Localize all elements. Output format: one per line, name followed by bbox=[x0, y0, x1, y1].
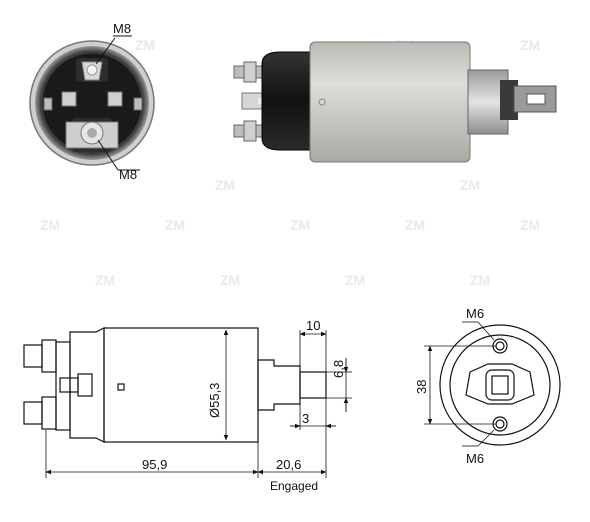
watermark: ZM bbox=[470, 272, 490, 288]
plunger-travel-label: 20,6 bbox=[276, 457, 301, 472]
slot-offset-label: 3 bbox=[302, 411, 309, 426]
top-terminal-stud bbox=[76, 58, 108, 82]
watermark: ZM bbox=[220, 272, 240, 288]
body-length-label: 95,9 bbox=[142, 457, 167, 472]
drawing-side-view bbox=[23, 327, 327, 443]
watermark: ZM bbox=[405, 217, 425, 233]
watermark: ZM bbox=[460, 177, 480, 193]
watermark: ZM bbox=[290, 217, 310, 233]
plunger-state-label: Engaged bbox=[270, 479, 318, 493]
photo-side-view bbox=[233, 41, 557, 163]
bottom-hole-thread-label: M6 bbox=[466, 451, 484, 466]
bottom-terminal-stud bbox=[65, 118, 119, 152]
leader-line bbox=[97, 139, 119, 171]
watermark: ZM bbox=[345, 272, 365, 288]
photo-front-view: M8 M8 bbox=[29, 21, 155, 182]
drawing-end-dimensions bbox=[424, 321, 496, 447]
watermark: ZM bbox=[40, 217, 60, 233]
slot-length-label: 10 bbox=[306, 318, 320, 333]
watermark: ZM bbox=[165, 217, 185, 233]
watermark: ZM bbox=[520, 37, 540, 53]
front-bottom-thread-label: M8 bbox=[119, 167, 137, 182]
watermark: ZM bbox=[95, 272, 115, 288]
slot-width-label: 6,8 bbox=[331, 360, 346, 378]
hole-spacing-label: 38 bbox=[414, 380, 429, 394]
watermark: ZM bbox=[215, 177, 235, 193]
top-hole-thread-label: M6 bbox=[466, 306, 484, 321]
leader-line bbox=[95, 37, 116, 65]
drawing-side-dimensions bbox=[45, 329, 352, 478]
watermark-layer: ZM ZM ZM ZM ZM ZM ZM ZM ZM ZM ZM ZM ZM Z… bbox=[40, 37, 540, 288]
drawing-end-view bbox=[439, 324, 561, 446]
watermark: ZM bbox=[520, 217, 540, 233]
body-diameter-label: Ø55,3 bbox=[207, 383, 222, 418]
front-top-thread-label: M8 bbox=[113, 21, 131, 36]
watermark: ZM bbox=[135, 37, 155, 53]
